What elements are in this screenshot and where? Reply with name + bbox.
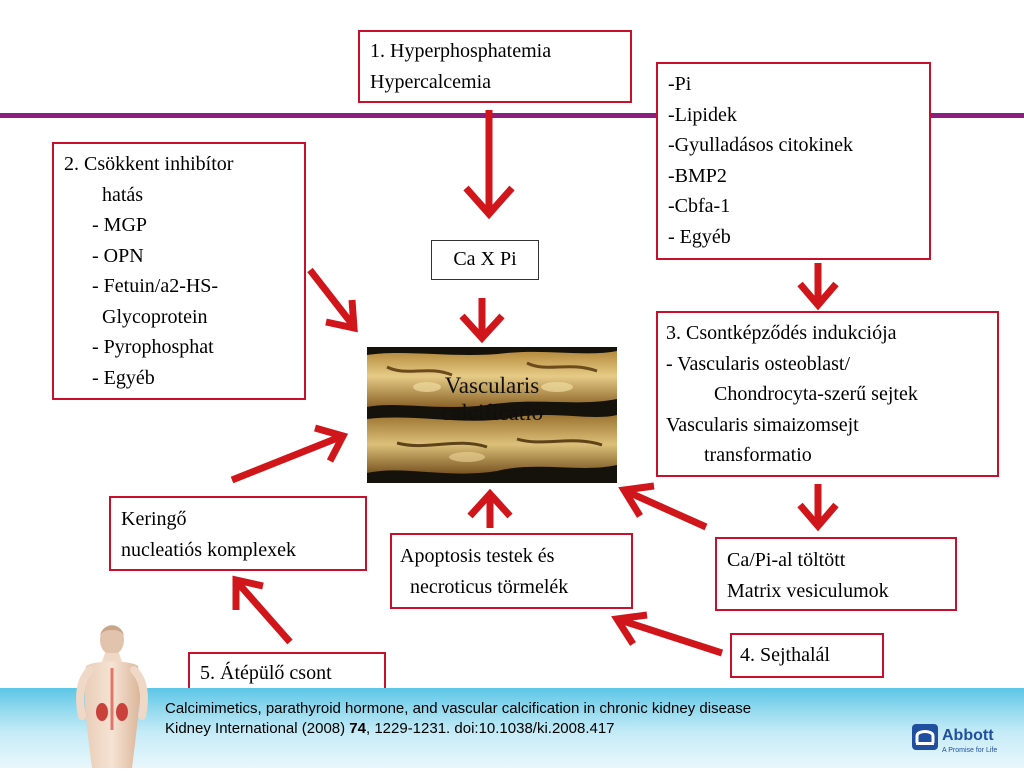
citation-pages: , 1229-1231. doi:10.1038/ki.2008.417 (365, 720, 615, 737)
box-hyper-line-1: 1. Hyperphosphatemia (370, 40, 552, 62)
logo-tagline: A Promise for Life (942, 747, 997, 754)
caxpi-label: Ca X Pi (453, 248, 517, 270)
abbott-logo-icon: Abbott A Promise for Life (912, 718, 1016, 760)
arrow-caxpi-to-calcification (459, 298, 505, 344)
arrow-csont-to-capi (797, 484, 839, 532)
box-hyper-line-2: Hypercalcemia (370, 70, 492, 93)
csont-line-2: - Vascularis osteoblast/ (666, 352, 851, 375)
box-hyperphosphatemia: 1. Hyperphosphatemia Hypercalcemia (358, 30, 632, 103)
factors-line-4: -BMP2 (668, 164, 727, 187)
box-bone-formation-induction: 3. Csontképződés indukciója - Vascularis… (656, 311, 999, 477)
kering-line-2: nucleatiós komplexek (121, 538, 296, 561)
box-promoting-factors: -Pi -Lipidek -Gyulladásos citokinek -BMP… (656, 62, 931, 260)
box-matrix-vesicles: Ca/Pi-al töltött Matrix vesiculumok (715, 537, 957, 611)
box-apoptosis-bodies: Apoptosis testek és necroticus törmelék (390, 533, 633, 609)
citation-journal: Kidney International (2008) (165, 720, 350, 737)
apopt-line-1: Apoptosis testek és (400, 545, 555, 567)
factors-line-6: - Egyéb (668, 225, 731, 248)
citation-source: Kidney International (2008) 74, 1229-123… (165, 719, 751, 739)
box-reduced-inhibitor: 2. Csökkent inhibítor hatás - MGP - OPN … (52, 142, 306, 400)
csont-line-3: Chondrocyta-szerű sejtek (714, 383, 918, 405)
arrow-sejt-to-apopt (611, 611, 724, 657)
center-line-2: calcificatio (440, 400, 544, 425)
center-line-1: Vascularis (444, 373, 540, 398)
arrow-kering-to-calcification (230, 424, 349, 484)
inhib-line-4: - OPN (92, 244, 144, 267)
atep-label: 5. Átépülő csont (200, 662, 332, 684)
box-ca-x-pi: Ca X Pi (431, 240, 539, 280)
csont-line-4: Vascularis simaizomsejt (666, 413, 859, 436)
arrow-atep-to-kering (232, 575, 293, 645)
divider-line (0, 113, 1024, 118)
arrow-capi-to-calcification (618, 482, 708, 531)
inhib-line-5: - Fetuin/a2-HS- (92, 275, 219, 297)
factors-line-3: -Gyulladásos citokinek (668, 134, 853, 156)
apopt-line-2: necroticus törmelék (410, 575, 569, 598)
citation-title: Calcimimetics, parathyroid hormone, and … (165, 700, 752, 717)
arrow-hyper-to-caxpi (463, 110, 515, 220)
arrow-apopt-to-calcification (467, 488, 513, 528)
box-circulating-nucleation: Keringő nucleatiós komplexek (109, 496, 367, 571)
logo-name: Abbott (942, 727, 994, 744)
sejt-label: 4. Sejthalál (740, 644, 830, 666)
factors-line-2: -Lipidek (668, 103, 737, 126)
citation: Calcimimetics, parathyroid hormone, and … (165, 699, 751, 739)
factors-line-1: -Pi (668, 73, 692, 95)
capi-line-2: Matrix vesiculumok (727, 579, 889, 602)
csont-line-5: transformatio (704, 444, 812, 466)
csont-line-1: 3. Csontképződés indukciója (666, 322, 897, 344)
anatomy-figure-icon (72, 620, 152, 768)
inhib-line-1: 2. Csökkent inhibítor (64, 153, 234, 175)
inhib-line-6: Glycoprotein (102, 305, 208, 328)
kering-line-1: Keringő (121, 508, 187, 530)
capi-line-1: Ca/Pi-al töltött (727, 549, 846, 571)
calcified-vessel-icon (367, 347, 617, 483)
citation-volume: 74 (349, 720, 366, 737)
inhib-line-8: - Egyéb (92, 366, 155, 389)
arrow-inhib-to-calcification (307, 267, 358, 333)
factors-line-5: -Cbfa-1 (668, 195, 731, 217)
arrow-factors-to-csont (797, 263, 839, 311)
footer-band (0, 688, 1024, 768)
center-label: Vascularis calcificatio (367, 372, 617, 426)
inhib-line-2: hatás (102, 183, 144, 206)
inhib-line-7: - Pyrophosphat (92, 336, 214, 358)
vascular-calcification-image: Vascularis calcificatio (367, 347, 617, 483)
inhib-line-3: - MGP (92, 214, 148, 236)
box-cell-death: 4. Sejthalál (730, 633, 884, 678)
